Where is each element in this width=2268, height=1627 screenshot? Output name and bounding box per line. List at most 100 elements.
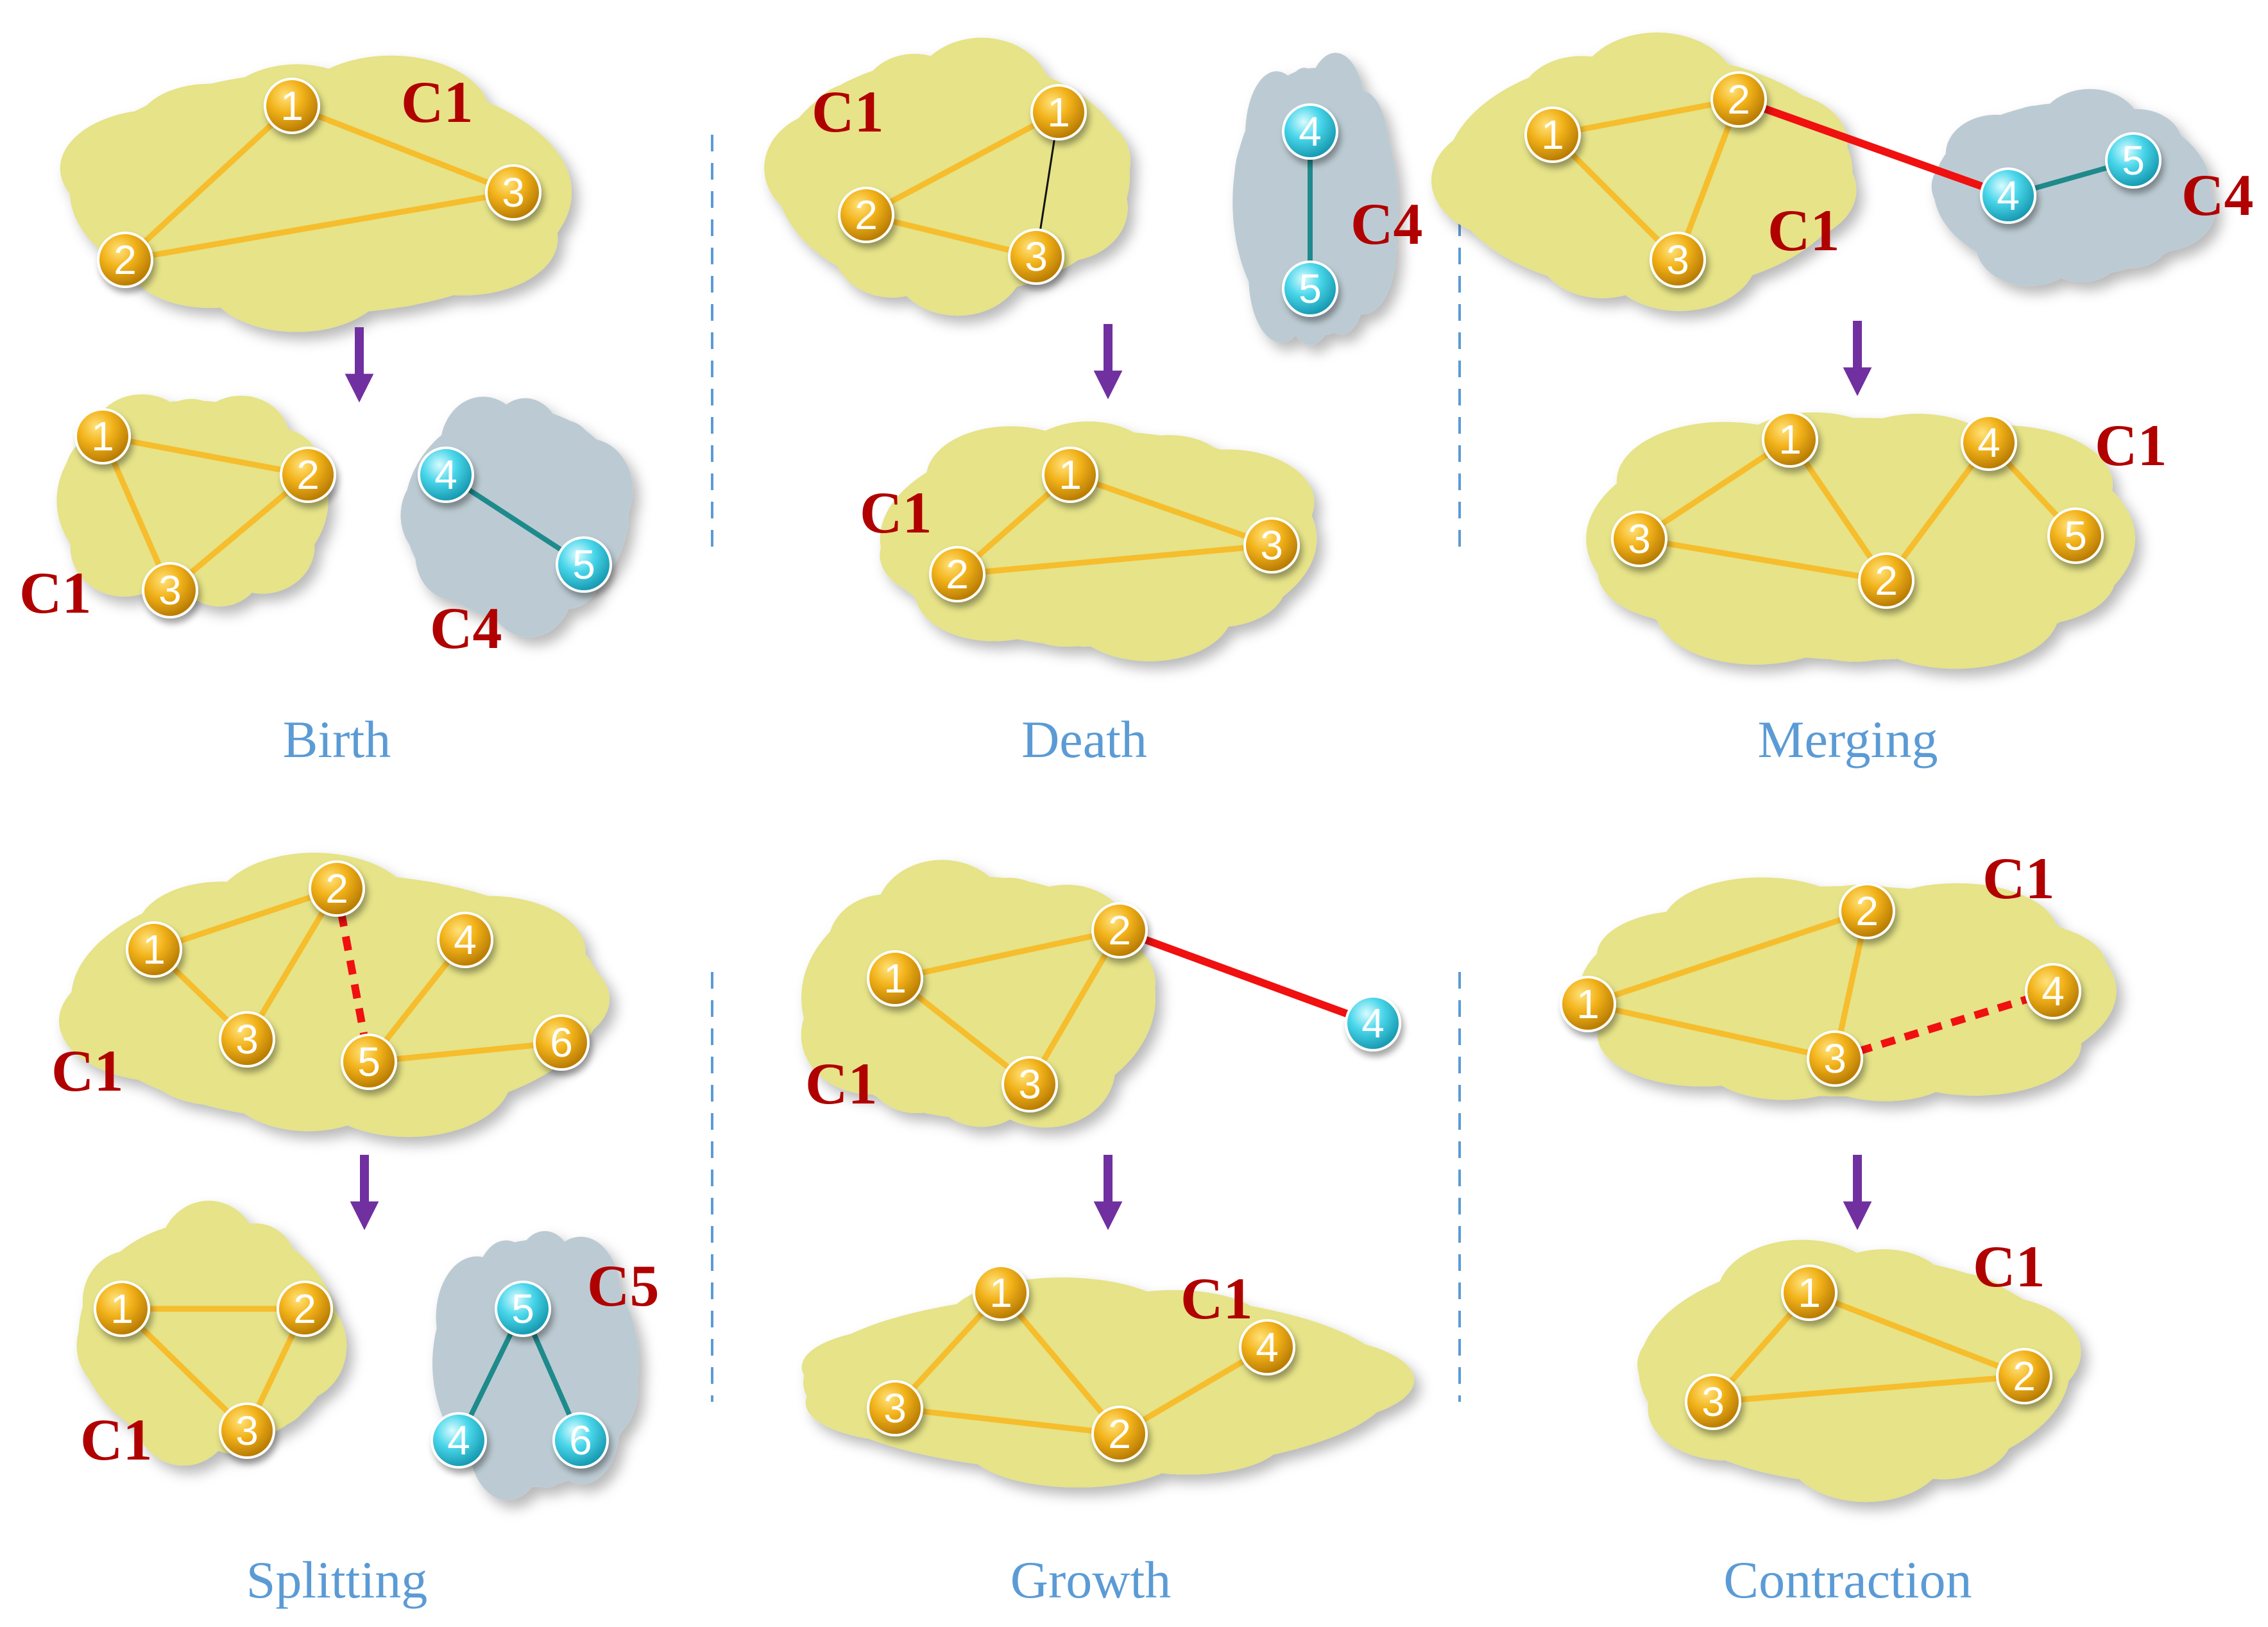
node-label: 1 [91,413,114,459]
node-label: 3 [1666,237,1689,283]
yellow-edge [1027,928,1122,1086]
yellow-edge [1884,441,1991,583]
node-label: 3 [1025,234,1048,280]
node-label: 5 [1299,266,1322,312]
community-label: C1 [860,480,932,545]
node-3: 3 [219,1402,275,1459]
node-label: 3 [502,169,525,216]
caption-birth: Birth [283,710,391,769]
node-1: 1 [1524,106,1581,163]
node-2: 2 [1858,552,1914,609]
yellow-edge [123,103,294,262]
yellow-edge [1550,132,1680,262]
node-3: 3 [1243,517,1300,574]
node-3: 3 [1611,511,1667,567]
node-label: 2 [1855,888,1879,934]
yellow-edge [864,110,1061,217]
node-label: 1 [1059,452,1082,498]
yellow-edge [368,1039,562,1065]
node-label: 3 [1260,522,1283,568]
node-label: 4 [2042,968,2065,1014]
yellow-edge [893,976,1032,1087]
node-label: 1 [280,83,303,129]
node-1: 1 [94,1281,150,1337]
node-2: 2 [97,232,153,288]
yellow-edge [998,1291,1122,1436]
node-3: 3 [1002,1056,1058,1112]
node-label: 2 [1108,907,1131,953]
node-label: 3 [1018,1061,1041,1107]
community-label: C1 [1973,1234,2045,1299]
node-label: 2 [2013,1353,2036,1399]
node-5: 5 [556,536,612,593]
community-label: C1 [2095,413,2167,478]
node-label: 5 [357,1039,380,1085]
yellow-edge [124,189,514,263]
node-4: 4 [1980,167,2036,224]
node-label: 2 [1875,558,1898,604]
yellow-edge [894,927,1120,982]
community-label: C1 [1181,1266,1252,1331]
yellow-edge [1587,1001,1836,1062]
yellow-edge [957,542,1272,577]
yellow-edge [244,887,339,1041]
node-5: 5 [495,1281,551,1337]
edges [99,103,586,593]
node-2: 2 [1091,902,1148,958]
community-label: C1 [80,1407,152,1472]
node-label: 3 [1823,1035,1846,1082]
node-label: 5 [511,1286,534,1332]
yellow-edge [102,433,309,478]
yellow-edge [1637,437,1792,541]
community-label: C1 [19,560,91,626]
community-label: C1 [812,79,883,144]
yellow-edge [291,103,515,196]
captions: Birth Death Merging Splitting Growth Con… [246,710,1972,1609]
node-label: 1 [883,955,907,1001]
yellow-edge [1587,908,1868,1007]
red-edge [1118,926,1375,1027]
node-4: 4 [418,447,474,503]
community-label: C5 [587,1253,659,1318]
node-label: 4 [447,1417,470,1463]
community-label: C4 [430,595,502,661]
yellow-cloud [1431,32,1857,311]
red-edge [1834,987,2054,1062]
node-3: 3 [1807,1030,1863,1087]
node-1: 1 [1781,1265,1837,1321]
node-3: 3 [867,1380,923,1436]
node-1: 1 [1762,411,1818,468]
node-label: 4 [1361,1000,1385,1046]
yellow-edge [1787,438,1889,583]
node-label: 3 [235,1408,259,1454]
node-label: 1 [1541,112,1564,158]
node-1: 1 [1560,976,1616,1032]
node-4: 4 [1282,103,1338,160]
yellow-edge [1808,1290,2025,1379]
node-label: 3 [883,1385,907,1431]
node-2: 2 [280,447,336,503]
node-3: 3 [219,1011,275,1068]
node-4: 4 [437,912,493,968]
community-label: C1 [805,1051,877,1116]
node-4: 4 [1239,1319,1295,1376]
caption-merging: Merging [1758,710,1938,769]
node-label: 5 [2064,513,2087,559]
node-label: 3 [235,1016,259,1062]
node-label: 4 [434,452,457,498]
node-label: 2 [946,551,969,597]
node-6: 6 [552,1412,609,1469]
yellow-edge [168,472,310,593]
node-2: 2 [309,860,365,917]
node-2: 2 [929,546,985,602]
